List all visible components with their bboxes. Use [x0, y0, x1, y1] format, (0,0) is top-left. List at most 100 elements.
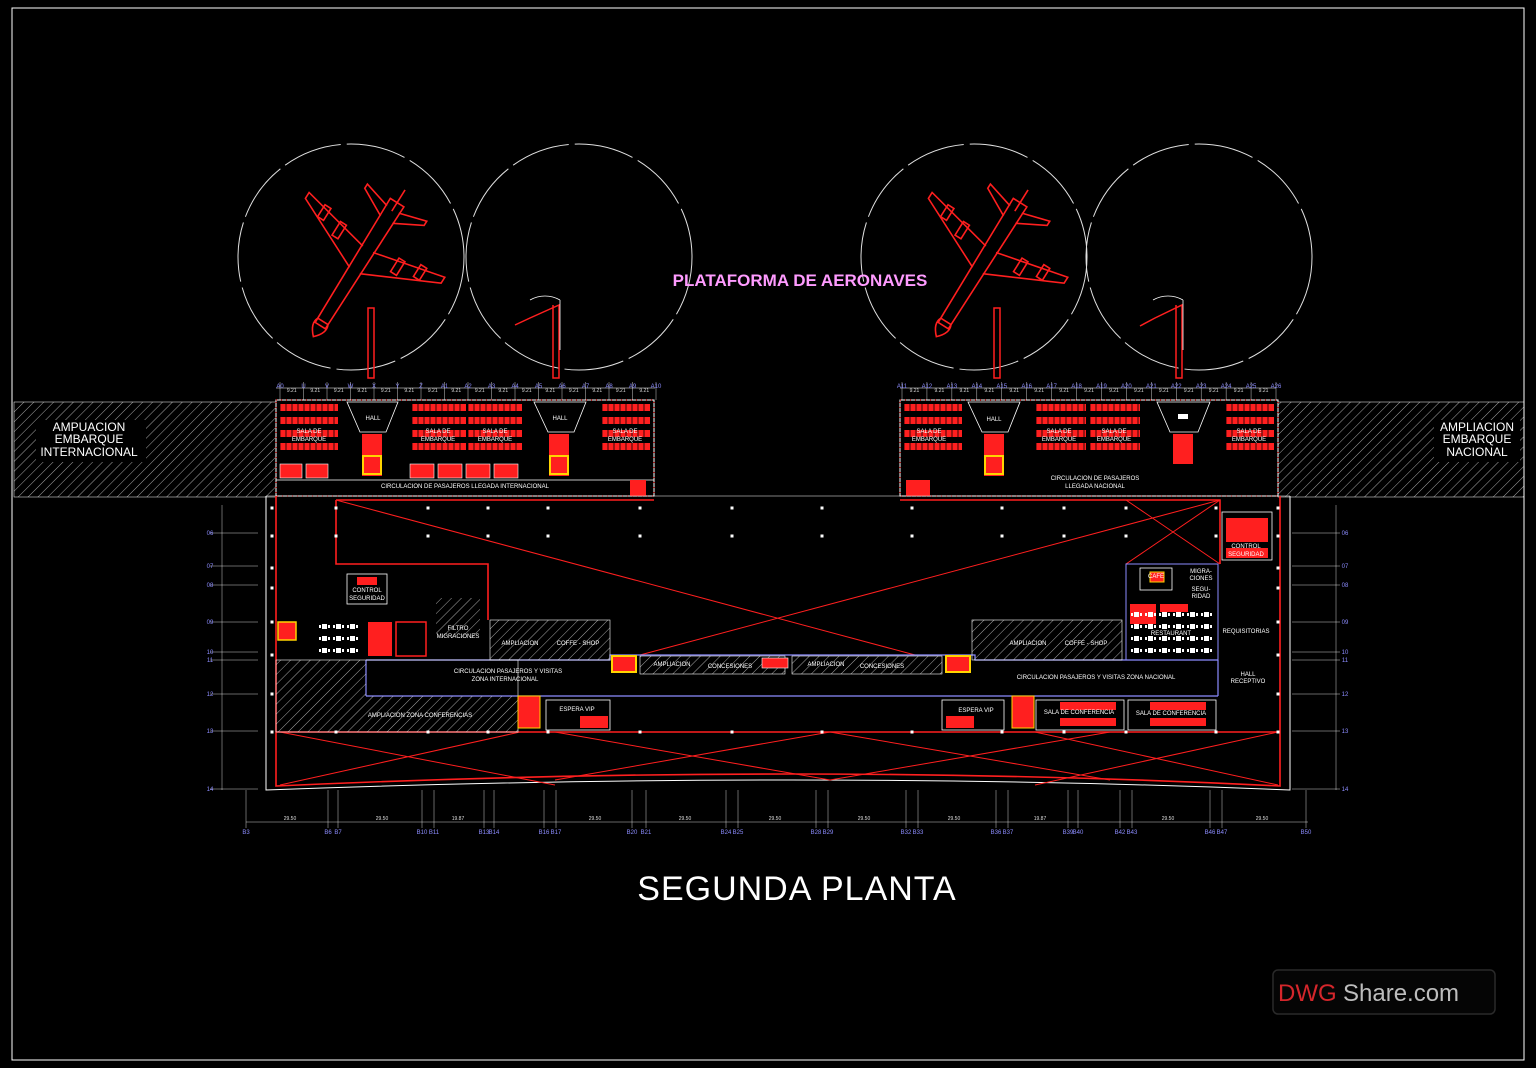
svg-text:SALA DE: SALA DE	[1046, 429, 1071, 435]
svg-text:EMBARQUE: EMBARQUE	[1232, 437, 1266, 443]
grid-label: 10	[1342, 650, 1349, 656]
grid-label: A12	[922, 384, 933, 390]
drawing-title: SEGUNDA PLANTA	[637, 870, 956, 908]
grid-label: B24	[721, 830, 732, 836]
dim-label: 9.21	[404, 388, 414, 394]
svg-text:AMPLIACION: AMPLIACION	[653, 662, 690, 668]
grid-top-right: A119.21A129.21A139.21A149.21A159.21A169.…	[897, 382, 1282, 400]
fixtures	[277, 511, 1273, 731]
svg-text:SALA DE CONFERENCIA: SALA DE CONFERENCIA	[1136, 711, 1206, 717]
svg-text:EMBARQUE: EMBARQUE	[1097, 437, 1131, 443]
svg-text:CAFE: CAFE	[1148, 574, 1164, 580]
grid-label: A10	[651, 384, 662, 390]
svg-text:EMBARQUE: EMBARQUE	[1042, 437, 1076, 443]
svg-text:RIDAD: RIDAD	[1192, 594, 1211, 600]
drawing-frame	[11, 7, 1525, 1061]
grid-label: 09	[1342, 620, 1349, 626]
dim-label: 9.21	[1084, 388, 1094, 394]
svg-text:EMBARQUE: EMBARQUE	[1443, 432, 1512, 446]
svg-text:HALL: HALL	[986, 417, 1002, 423]
grid-label: B47	[1217, 830, 1228, 836]
grid-label: 11	[1342, 658, 1349, 664]
svg-text:CONTROL: CONTROL	[352, 588, 382, 594]
grid-label: V	[325, 384, 329, 390]
svg-text:HALL: HALL	[1240, 672, 1256, 678]
terminal-main	[265, 495, 1291, 791]
side-label-right: AMPLIACION EMBARQUE NACIONAL	[1434, 420, 1520, 462]
svg-text:AMPLIACION: AMPLIACION	[1440, 420, 1514, 434]
svg-text:HALL: HALL	[552, 416, 568, 422]
boarding-room-labels: SALA DE EMBARQUE SALA DE EMBARQUE SALA DE E…	[292, 429, 1266, 443]
grid-label: B40	[1073, 830, 1084, 836]
grid-top-left: A09.21U9.21V9.21W9.21X9.21Y9.21Z9.21A19.…	[276, 382, 662, 400]
svg-text:EMBARQUE: EMBARQUE	[292, 437, 326, 443]
grid-label: B17	[551, 830, 562, 836]
grid-label: A18	[1071, 384, 1082, 390]
grid-label: B33	[913, 830, 924, 836]
svg-text:CIRCULACION DE PASAJEROS: CIRCULACION DE PASAJEROS	[1051, 476, 1140, 482]
aircraft-stands	[237, 143, 1313, 371]
dim-label: 9.21	[545, 388, 555, 394]
grid-label: A17	[1046, 384, 1057, 390]
dim-label: 29.50	[948, 816, 961, 822]
grid-label: B21	[641, 830, 652, 836]
grid-label: 06	[207, 531, 214, 537]
escalators	[362, 434, 1193, 496]
dim-label: 9.21	[1109, 388, 1119, 394]
grid-label: A22	[1171, 384, 1182, 390]
svg-text:AMPLIACION: AMPLIACION	[1009, 641, 1046, 647]
svg-text:Share.com: Share.com	[1343, 980, 1459, 1007]
grid-label: B42	[1115, 830, 1126, 836]
grid-label: 10	[207, 650, 214, 656]
svg-text:HALL: HALL	[365, 416, 381, 422]
svg-text:ESPERA VIP: ESPERA VIP	[958, 708, 993, 714]
svg-text:SEGURIDAD: SEGURIDAD	[349, 596, 385, 602]
grid-label: B28	[811, 830, 822, 836]
grid-label: 07	[207, 564, 214, 570]
grid-label: B6	[324, 830, 332, 836]
svg-text:COFFE - SHOP: COFFE - SHOP	[557, 641, 600, 647]
svg-text:AMPLIACION ZONA: AMPLIACION ZONA CONFERENCIAS	[368, 713, 472, 719]
dim-label: 9.21	[334, 388, 344, 394]
grid-label: B39	[1063, 830, 1074, 836]
svg-text:AMPLIACION: AMPLIACION	[501, 641, 538, 647]
grid-label: 12	[1342, 692, 1349, 698]
grid-label: B3	[242, 830, 250, 836]
svg-text:SALA DE: SALA DE	[916, 429, 941, 435]
dim-label: 29.50	[769, 816, 782, 822]
structural-columns	[270, 506, 1280, 734]
svg-text:SALA DE: SALA DE	[482, 429, 507, 435]
grid-label: B16	[539, 830, 550, 836]
dim-label: 29.50	[284, 816, 297, 822]
grid-label: A11	[897, 384, 908, 390]
svg-text:MIGRA-: MIGRA-	[1190, 569, 1212, 575]
svg-text:AMPUACION: AMPUACION	[53, 420, 126, 434]
dim-label: 9.21	[498, 388, 508, 394]
grid-label: A14	[971, 384, 982, 390]
svg-text:RECEPTIVO: RECEPTIVO	[1231, 679, 1266, 685]
dim-label: 9.21	[287, 388, 297, 394]
grid-label: A4	[511, 384, 519, 390]
grid-label: A26	[1271, 384, 1282, 390]
grid-label: 12	[207, 692, 214, 698]
grid-label: A16	[1021, 384, 1032, 390]
svg-text:RESTAURANT: RESTAURANT	[1151, 631, 1192, 637]
grid-label: 08	[207, 583, 214, 589]
grid-label: A7	[582, 384, 590, 390]
dim-label: 9.21	[1159, 388, 1169, 394]
table-groups	[1131, 612, 1212, 653]
svg-text:DWG: DWG	[1278, 980, 1337, 1007]
grid-label: Y	[395, 384, 399, 390]
grid-label: 06	[1342, 531, 1349, 537]
grid-label: A2	[464, 384, 472, 390]
grid-label: 14	[1342, 787, 1349, 793]
grid-label: 13	[1342, 729, 1349, 735]
svg-text:SALA DE: SALA DE	[1101, 429, 1126, 435]
dim-label: 9.21	[381, 388, 391, 394]
dim-label: 9.21	[959, 388, 969, 394]
svg-text:EMBARQUE: EMBARQUE	[478, 437, 512, 443]
room-labels: CONTROL SEGURIDAD FILTRO MIGRACIONES AMP…	[349, 544, 1269, 719]
grid-label: W	[348, 384, 354, 390]
gate-halls	[346, 401, 1211, 433]
svg-text:EMBARQUE: EMBARQUE	[912, 437, 946, 443]
